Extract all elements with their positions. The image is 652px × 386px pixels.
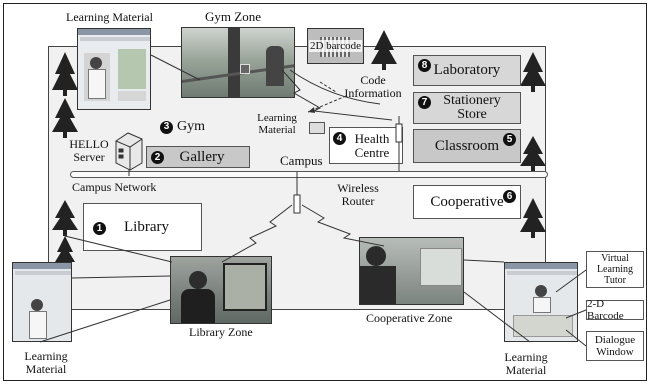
barcode-sign-label: 2D barcode bbox=[308, 40, 362, 52]
callout-line bbox=[565, 329, 587, 347]
classroom-box: Classroom 5 bbox=[413, 129, 521, 163]
library-zone-photo bbox=[170, 256, 272, 324]
gallery-label: Gallery bbox=[179, 148, 225, 165]
cooperative-label: Cooperative bbox=[430, 193, 504, 210]
tree-icon bbox=[52, 98, 78, 132]
learning-material-screen-left bbox=[12, 262, 72, 342]
wireless-signal-icon bbox=[301, 204, 385, 247]
connector-line bbox=[64, 235, 173, 263]
code-information-label: Code Information bbox=[344, 73, 402, 100]
server-icon bbox=[115, 132, 143, 171]
wireless-signal-icon bbox=[281, 69, 393, 121]
hello-server-label: HELLO Server bbox=[69, 137, 109, 164]
dialogue-window-callout: Dialogue Window bbox=[586, 331, 644, 361]
connector-line bbox=[463, 259, 505, 263]
library-zone-label: Library Zone bbox=[189, 325, 253, 339]
code-info-arrow bbox=[319, 81, 337, 93]
library-box: 1 Library bbox=[83, 203, 202, 251]
cooperative-zone-label: Cooperative Zone bbox=[366, 311, 453, 325]
connector-line bbox=[71, 275, 171, 279]
cooperative-box: Cooperative 6 bbox=[413, 185, 521, 219]
building-number: 4 bbox=[333, 132, 346, 145]
connector-line bbox=[39, 299, 171, 343]
tree-icon bbox=[520, 52, 546, 86]
building-number: 6 bbox=[503, 190, 516, 203]
callout-line bbox=[555, 269, 587, 293]
learning-material-right-label: Learning Material bbox=[504, 350, 548, 377]
tree-icon bbox=[55, 236, 75, 262]
building-number: 8 bbox=[418, 59, 431, 72]
barcode-2d-callout: 2-D Barcode bbox=[586, 298, 644, 322]
figure-frame bbox=[3, 3, 647, 381]
gym-zone-label: Gym Zone bbox=[205, 9, 261, 24]
learning-material-top-label: Learning Material bbox=[66, 10, 153, 24]
dialogue-window-label: Dialogue Window bbox=[594, 334, 636, 358]
callout-line bbox=[565, 309, 587, 319]
campus-network-bar bbox=[70, 171, 548, 178]
learning-material-screen-top bbox=[77, 28, 151, 110]
laboratory-label: Laboratory bbox=[433, 62, 501, 78]
building-number: 3 bbox=[160, 120, 173, 134]
learning-material-screen-right bbox=[504, 262, 578, 342]
stationery-store-label: Stationery Store bbox=[443, 93, 501, 122]
tree-trunk bbox=[63, 90, 67, 96]
classroom-label: Classroom bbox=[434, 137, 500, 154]
cooperative-zone-photo bbox=[359, 237, 464, 305]
learning-material-mid-label: Learning Material bbox=[257, 112, 297, 136]
virtual-tutor-label: Virtual Learning Tutor bbox=[596, 253, 634, 286]
wireless-router-label: Wireless Router bbox=[337, 181, 379, 208]
learning-material-arrow bbox=[307, 95, 347, 113]
laboratory-box: 8 Laboratory bbox=[413, 55, 521, 86]
gallery-box: 2 Gallery bbox=[146, 146, 250, 168]
gym-label: Gym bbox=[177, 119, 205, 134]
health-centre-box: 4 Health Centre bbox=[329, 127, 403, 164]
learning-material-left-label: Learning Material bbox=[24, 349, 68, 376]
wireless-router-icon bbox=[293, 178, 301, 214]
connector-line bbox=[463, 291, 531, 343]
tree-icon bbox=[52, 52, 78, 90]
code-info-curve bbox=[289, 69, 381, 105]
tree-icon bbox=[520, 198, 546, 232]
campus-label: Campus bbox=[280, 153, 323, 168]
health-centre-label: Health Centre bbox=[354, 130, 390, 160]
virtual-tutor-callout: Virtual Learning Tutor bbox=[586, 251, 644, 288]
phone-icon bbox=[309, 122, 325, 134]
building-number: 5 bbox=[503, 133, 516, 146]
building-number: 7 bbox=[418, 96, 431, 109]
gym-label-group: 3 Gym bbox=[160, 120, 205, 134]
tree-icon bbox=[520, 136, 546, 166]
campus-network-label: Campus Network bbox=[72, 180, 157, 194]
barcode-2d-label: 2-D Barcode bbox=[587, 298, 624, 322]
gym-zone-photo bbox=[181, 27, 295, 98]
connector-line bbox=[150, 54, 201, 81]
barcode-sign: 2D barcode bbox=[307, 28, 364, 64]
building-number: 1 bbox=[93, 222, 106, 235]
tree-icon bbox=[52, 200, 78, 230]
tree-icon bbox=[371, 30, 397, 64]
library-label: Library bbox=[124, 218, 169, 235]
building-number: 2 bbox=[151, 151, 164, 164]
wireless-signal-icon bbox=[221, 204, 293, 263]
stationery-store-box: 7 Stationery Store bbox=[413, 92, 521, 124]
